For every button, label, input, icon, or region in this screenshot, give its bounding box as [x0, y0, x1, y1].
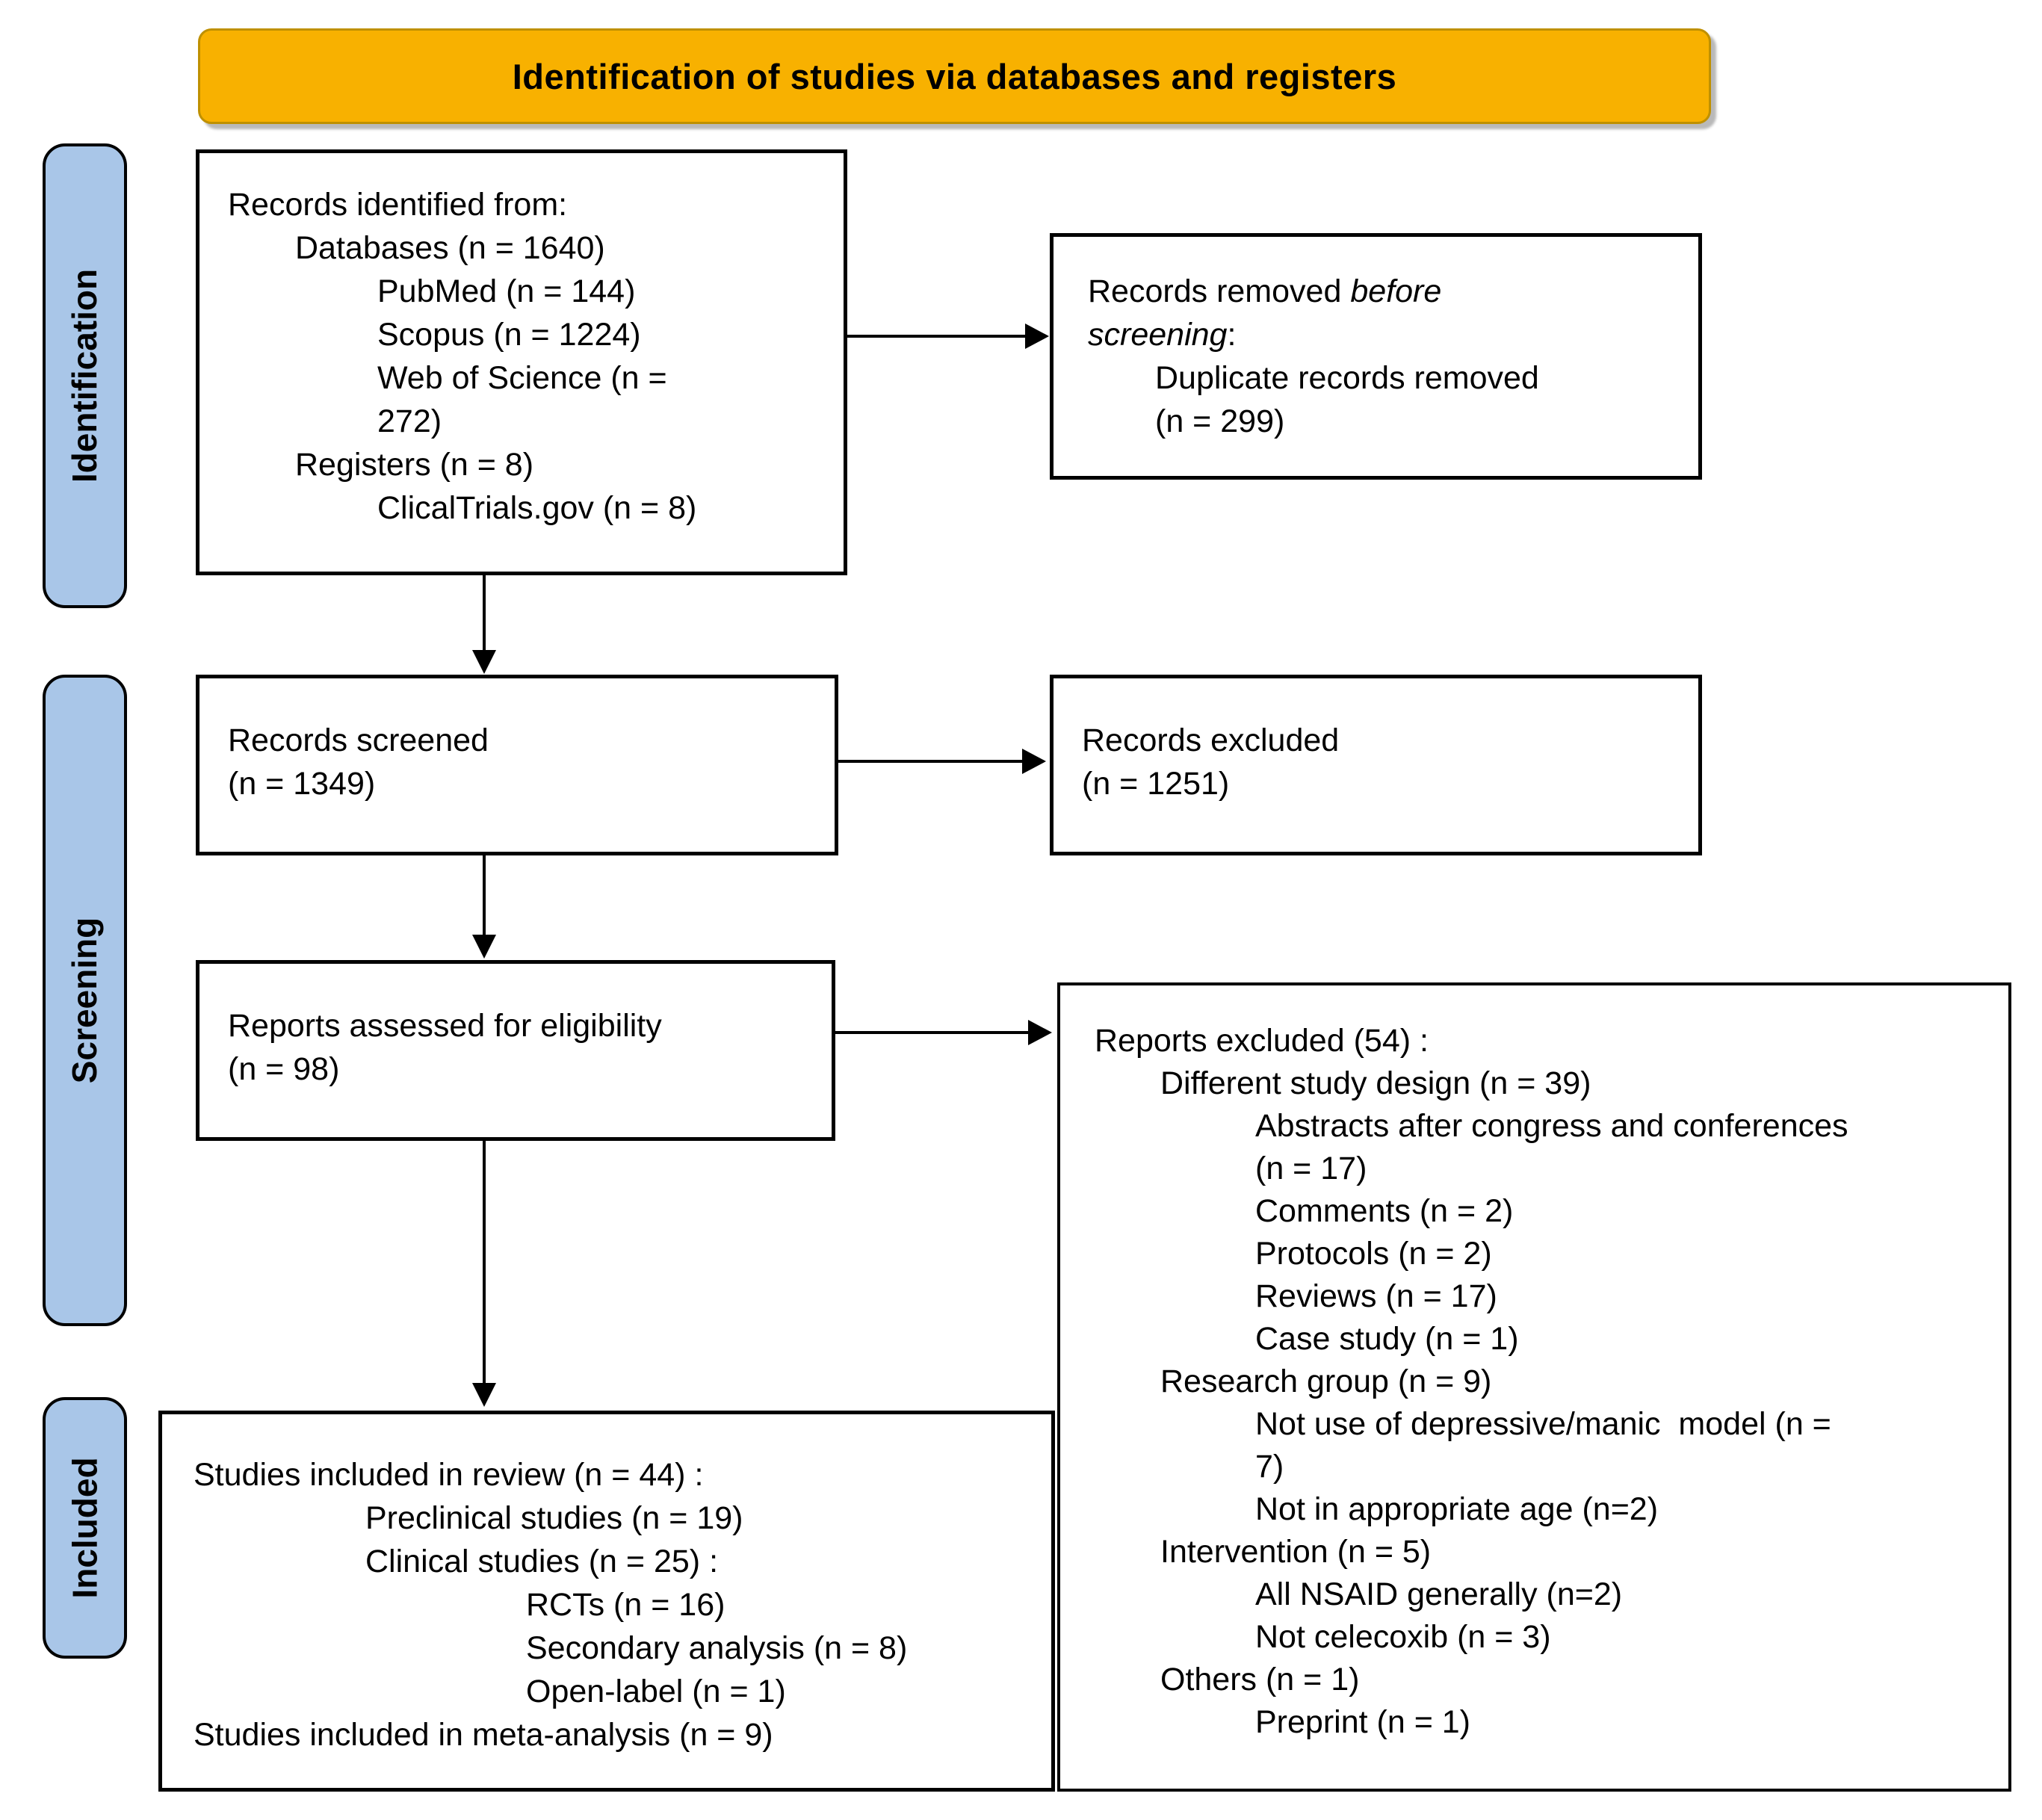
- flow-text-line: 272): [377, 403, 442, 439]
- flow-text-line: Research group (n = 9): [1160, 1364, 1492, 1399]
- flow-text-line: PubMed (n = 144): [377, 273, 636, 309]
- flow-text-line: Reports excluded (54) :: [1095, 1023, 1429, 1059]
- flow-text-line: Databases (n = 1640): [295, 230, 605, 266]
- flow-text-line: All NSAID generally (n=2): [1255, 1576, 1623, 1612]
- flow-text-line: Records removed before: [1088, 273, 1442, 309]
- flow-text-line: Protocols (n = 2): [1255, 1236, 1492, 1272]
- flow-text-line: Intervention (n = 5): [1160, 1534, 1432, 1570]
- stage-label-included: Included: [43, 1397, 127, 1659]
- flow-text-line: Records identified from:: [228, 187, 568, 223]
- flow-text-line: (n = 98): [228, 1051, 340, 1087]
- flow-text-line: Secondary analysis (n = 8): [526, 1630, 908, 1666]
- flow-text-line: screening:: [1088, 317, 1237, 353]
- box-records-screened: Records screened (n = 1349): [196, 675, 838, 855]
- flow-text-line: Reports assessed for eligibility: [228, 1008, 662, 1044]
- box-records-excluded-content: Records excluded (n = 1251): [1054, 678, 1698, 805]
- arrow-screened-to-excluded: [838, 760, 1022, 763]
- box-reports-excluded-content: Reports excluded (54) : Different study d…: [1060, 985, 2008, 1744]
- flow-text-line: ClicalTrials.gov (n = 8): [377, 490, 697, 526]
- arrow-screened-to-assessed: [483, 855, 486, 935]
- stage-label-included-text: Included: [65, 1457, 105, 1599]
- box-records-screened-content: Records screened (n = 1349): [199, 678, 835, 805]
- box-reports-excluded: Reports excluded (54) : Different study d…: [1057, 982, 2011, 1792]
- box-records-excluded: Records excluded (n = 1251): [1050, 675, 1702, 855]
- flow-text-line: Different study design (n = 39): [1160, 1065, 1591, 1101]
- arrow-assessed-to-reports-excluded: [835, 1031, 1028, 1034]
- flow-text-line: Records excluded: [1082, 722, 1340, 758]
- flow-text-line: Studies included in review (n = 44) :: [194, 1457, 704, 1493]
- arrow-identified-to-removed: [847, 335, 1025, 338]
- flow-text-line: Reviews (n = 17): [1255, 1278, 1497, 1314]
- box-records-removed-content: Records removed before screening: Duplicat…: [1054, 237, 1698, 443]
- flow-text-line: (n = 17): [1255, 1151, 1367, 1186]
- stage-label-identification: Identification: [43, 143, 127, 608]
- flow-text-line: Records screened: [228, 722, 489, 758]
- box-reports-assessed-for-eligibility: Reports assessed for eligibility (n = 98): [196, 960, 835, 1141]
- box-studies-included-in-review: Studies included in review (n = 44) : Pre…: [158, 1411, 1055, 1792]
- box-records-identified-content: Records identified from: Databases (n = 1…: [199, 153, 844, 530]
- flow-text-line: (n = 1251): [1082, 766, 1230, 802]
- flow-text-line: Not in appropriate age (n=2): [1255, 1491, 1659, 1527]
- box-reports-assessed-content: Reports assessed for eligibility (n = 98): [199, 964, 832, 1091]
- stage-label-identification-text: Identification: [65, 268, 105, 483]
- diagram-title: Identification of studies via databases …: [512, 56, 1397, 96]
- flow-text-line: Web of Science (n =: [377, 360, 667, 396]
- flow-text-line: 7): [1255, 1449, 1284, 1485]
- arrow-identified-to-screened: [483, 575, 486, 650]
- flow-text-line: Open-label (n = 1): [526, 1674, 786, 1709]
- flow-text-line: Not celecoxib (n = 3): [1255, 1619, 1551, 1655]
- flow-text-line: (n = 1349): [228, 766, 376, 802]
- flow-text-line: RCTs (n = 16): [526, 1587, 725, 1623]
- flow-text-line: Not use of depressive/manic model (n =: [1255, 1406, 1831, 1442]
- flow-text-line: Scopus (n = 1224): [377, 317, 641, 353]
- box-records-identified: Records identified from: Databases (n = 1…: [196, 149, 847, 575]
- stage-label-screening-text: Screening: [65, 917, 105, 1084]
- flow-text-line: Others (n = 1): [1160, 1662, 1360, 1697]
- box-studies-included-content: Studies included in review (n = 44) : Pre…: [162, 1414, 1051, 1756]
- box-records-removed-before-screening: Records removed before screening: Duplicat…: [1050, 233, 1702, 480]
- arrow-assessed-to-included: [483, 1141, 486, 1383]
- title-banner: Identification of studies via databases …: [198, 28, 1711, 124]
- flow-text-line: Registers (n = 8): [295, 447, 534, 483]
- flow-text-line: Duplicate records removed: [1155, 360, 1539, 396]
- flow-text-line: Clinical studies (n = 25) :: [365, 1544, 719, 1579]
- flow-text-line: Preclinical studies (n = 19): [365, 1500, 743, 1536]
- flow-text-line: Case study (n = 1): [1255, 1321, 1519, 1357]
- stage-label-screening: Screening: [43, 675, 127, 1326]
- flow-text-line: Abstracts after congress and conferences: [1255, 1108, 1848, 1144]
- flow-text-line: (n = 299): [1155, 403, 1285, 439]
- flow-text-line: Studies included in meta-analysis (n = 9…: [194, 1717, 773, 1753]
- flow-text-line: Preprint (n = 1): [1255, 1704, 1470, 1740]
- flow-text-line: Comments (n = 2): [1255, 1193, 1514, 1229]
